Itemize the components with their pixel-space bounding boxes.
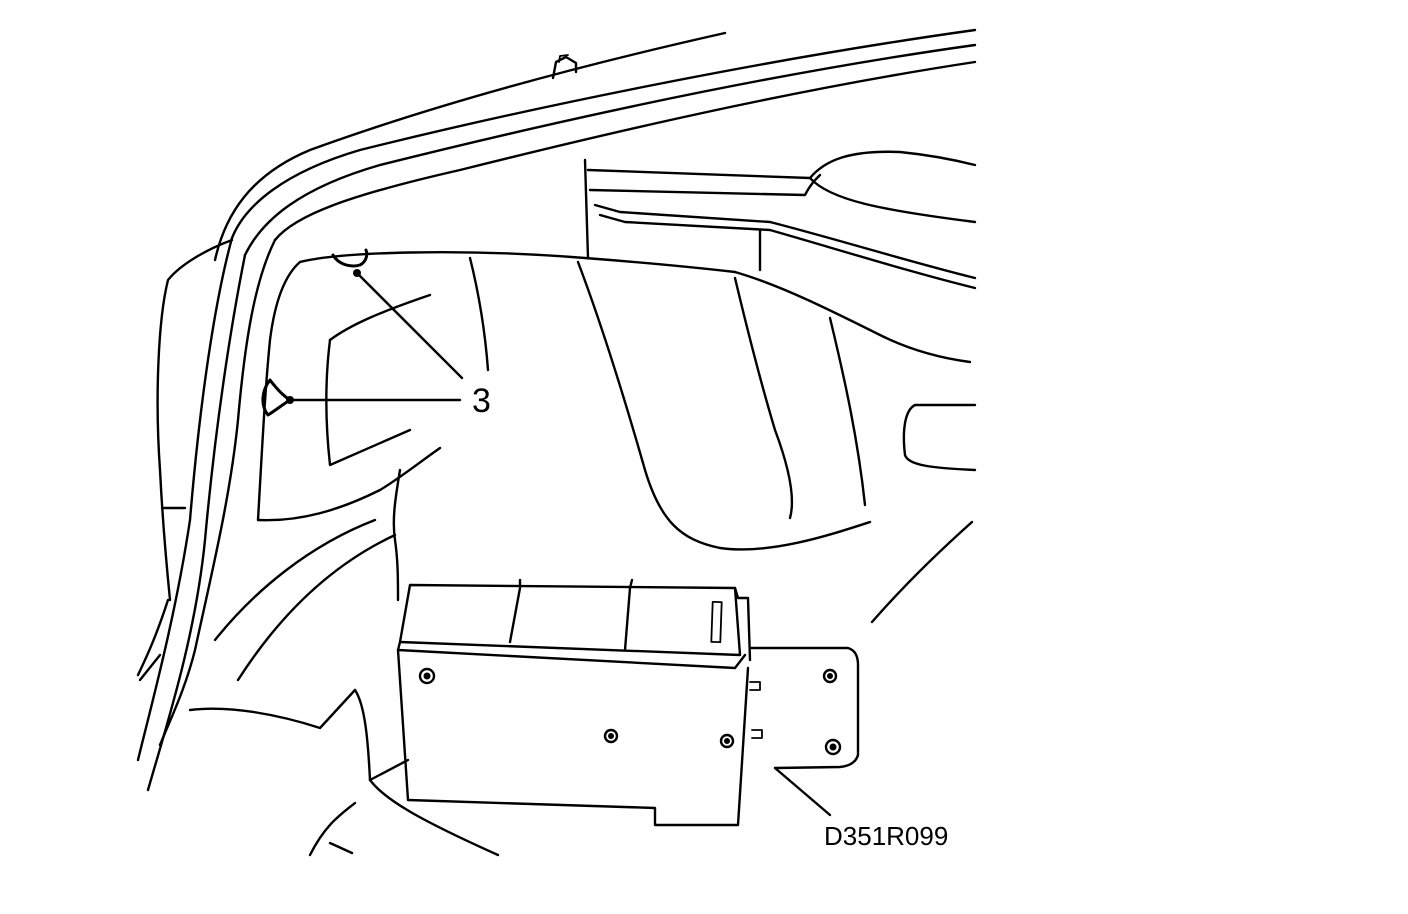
grommet-side xyxy=(261,378,292,417)
lower-floor-lines xyxy=(308,688,500,857)
roof-stud-bolt xyxy=(551,54,578,80)
control-module-unit xyxy=(396,578,860,827)
left-quarter-panel xyxy=(136,238,442,730)
figure-code-label: D351R099 xyxy=(824,821,948,851)
rear-pillar-outline xyxy=(136,28,977,792)
trunk-floor-panels xyxy=(468,256,977,624)
rear-parcel-shelf xyxy=(298,150,977,364)
callout-3-leaders xyxy=(286,269,464,404)
grommet-upper xyxy=(331,248,369,268)
callout-number-3: 3 xyxy=(472,382,491,420)
figure-code-leader xyxy=(773,766,832,817)
